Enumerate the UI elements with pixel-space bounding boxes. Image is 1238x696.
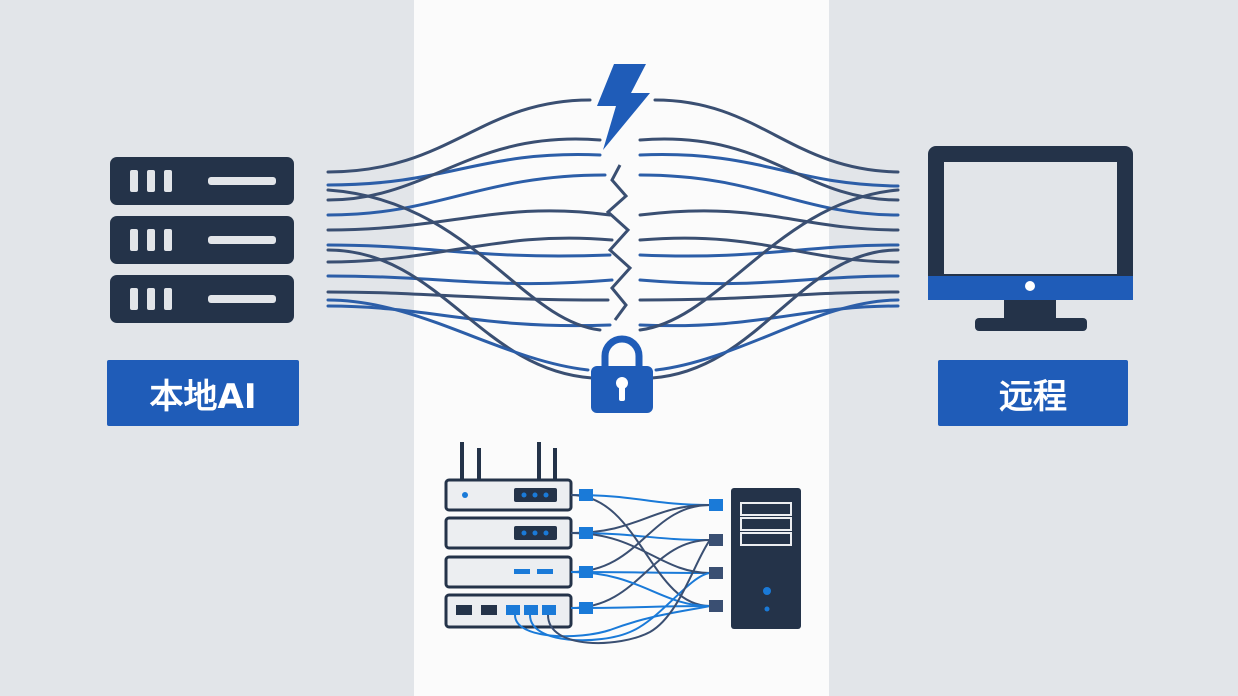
server-unit xyxy=(110,157,294,205)
local-ai-label: 本地AI xyxy=(107,360,299,426)
network-switch-stack-icon xyxy=(444,442,573,629)
break-line xyxy=(605,164,633,321)
lightning-bolt-icon xyxy=(597,64,650,150)
tower-computer-icon xyxy=(731,488,801,629)
server-rack-icon xyxy=(110,157,294,323)
server-unit xyxy=(110,275,294,323)
server-unit xyxy=(110,216,294,264)
padlock-icon xyxy=(591,335,653,413)
cable-bundle xyxy=(326,98,900,380)
remote-label: 远程 xyxy=(938,360,1128,426)
monitor-icon xyxy=(928,146,1133,331)
right-panel xyxy=(829,0,1238,696)
bottom-cables xyxy=(514,494,711,645)
left-panel xyxy=(0,0,414,696)
connector-plugs xyxy=(579,489,723,614)
